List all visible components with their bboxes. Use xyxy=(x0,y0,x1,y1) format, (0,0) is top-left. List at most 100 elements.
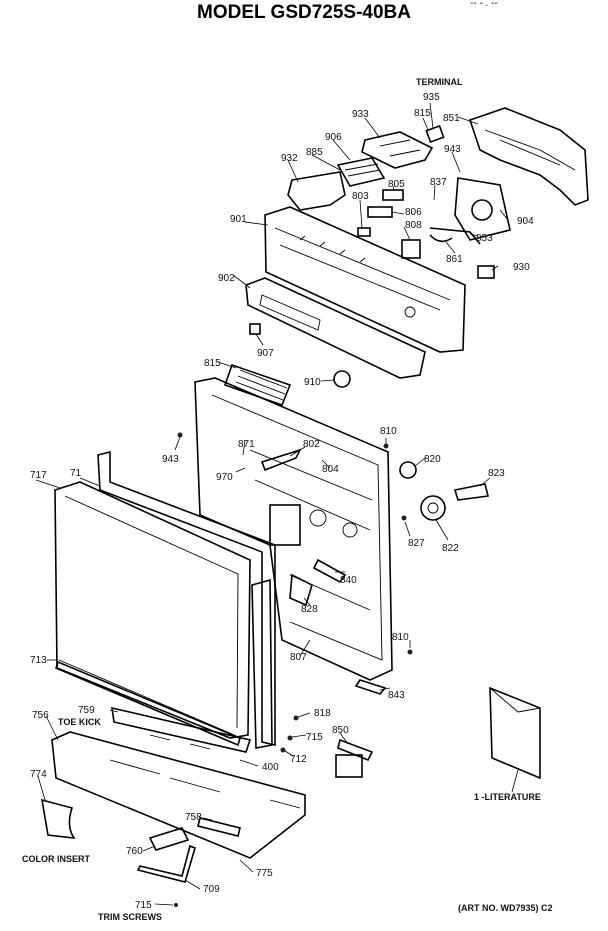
label-885: 885 xyxy=(306,147,323,158)
arm-840 xyxy=(312,558,347,584)
spring-861 xyxy=(429,234,453,243)
label-807: 807 xyxy=(290,652,307,663)
kick-panel-vents xyxy=(109,759,301,809)
label-810-bottom: 810 xyxy=(392,632,409,643)
label-902: 902 xyxy=(218,273,235,284)
caption-color-insert: COLOR INSERT xyxy=(22,854,91,864)
label-843: 843 xyxy=(388,690,405,701)
label-932: 932 xyxy=(281,153,298,164)
label-775: 775 xyxy=(256,868,273,879)
label-823: 823 xyxy=(488,468,505,479)
knob-820 xyxy=(399,461,417,479)
screw-810-upper xyxy=(383,443,389,449)
label-717: 717 xyxy=(30,470,47,481)
side-trim-strip xyxy=(251,578,273,749)
part-803 xyxy=(357,227,371,237)
label-804: 804 xyxy=(322,464,339,475)
label-930: 930 xyxy=(513,262,530,273)
label-943-top: 943 xyxy=(444,144,461,155)
control-knob-hole xyxy=(404,306,416,318)
label-810-top: 810 xyxy=(380,426,397,437)
arm-828 xyxy=(289,573,313,607)
part-806 xyxy=(367,206,393,218)
label-907: 907 xyxy=(257,348,274,359)
handle-823 xyxy=(453,483,489,501)
label-71: 71 xyxy=(70,468,82,479)
part-805 xyxy=(382,189,404,201)
label-840: 840 xyxy=(340,575,357,586)
part-930 xyxy=(477,265,495,279)
screw-712 xyxy=(280,747,286,753)
caption-literature: 1 -LITERATURE xyxy=(474,792,541,802)
timer-dial xyxy=(471,199,493,221)
label-818: 818 xyxy=(314,708,331,719)
caption-toe-kick: TOE KICK xyxy=(58,717,101,727)
cover-detail xyxy=(379,139,421,157)
label-400: 400 xyxy=(262,762,279,773)
trim-758 xyxy=(197,817,241,837)
caption-art-number: (ART NO. WD7935) C2 xyxy=(458,903,553,913)
vent-slats xyxy=(235,369,288,401)
door-bottom-strip xyxy=(55,660,241,747)
link-853 xyxy=(429,227,481,245)
caption-trim-screws: TRIM SCREWS xyxy=(98,912,162,922)
label-756: 756 xyxy=(32,710,49,721)
label-853: 853 xyxy=(476,233,493,244)
terminal-block-935 xyxy=(425,124,445,144)
label-758: 758 xyxy=(185,812,202,823)
door-panel-713-inner xyxy=(58,495,239,735)
screw-943 xyxy=(177,432,183,438)
label-935: 935 xyxy=(423,92,440,103)
plate-850 xyxy=(335,754,363,778)
control-panel-buttons xyxy=(274,227,451,311)
inner-door-807 xyxy=(194,377,393,681)
housing-detail xyxy=(484,129,576,171)
toe-kick-slots xyxy=(149,734,211,750)
dial-822-hub xyxy=(427,502,439,514)
label-901: 901 xyxy=(230,214,247,225)
trim-760 xyxy=(148,827,190,851)
trim-screw xyxy=(174,903,178,907)
label-815: 815 xyxy=(204,358,221,369)
bracket-850 xyxy=(337,738,374,762)
label-828: 828 xyxy=(301,604,318,615)
knob-808 xyxy=(401,239,421,259)
escutcheon-end-housing xyxy=(468,107,589,206)
label-820: 820 xyxy=(424,454,441,465)
control-panel-901 xyxy=(264,206,466,353)
screw-715-upper xyxy=(287,735,293,741)
vent-815 xyxy=(223,363,292,407)
label-933: 933 xyxy=(352,109,369,120)
label-715-lower: 715 xyxy=(135,900,152,911)
literature-envelope xyxy=(489,686,541,780)
bracket-932 xyxy=(287,171,346,211)
timer-904 xyxy=(454,177,511,241)
label-850: 850 xyxy=(332,725,349,736)
model-title: MODEL GSD725S-40BA xyxy=(197,2,411,23)
nameplate-902 xyxy=(245,277,426,379)
label-713: 713 xyxy=(30,655,47,666)
part-number-labels: 935 815 851 933 906 885 932 943 837 805 … xyxy=(30,92,534,911)
label-802: 802 xyxy=(303,439,320,450)
part-933-cover xyxy=(361,131,434,169)
literature-flap xyxy=(489,687,541,713)
label-808: 808 xyxy=(405,220,422,231)
latch-cam xyxy=(309,509,327,527)
label-815-top: 815 xyxy=(414,108,431,119)
label-805: 805 xyxy=(388,179,405,190)
label-715-upper: 715 xyxy=(306,732,323,743)
label-712: 712 xyxy=(290,754,307,765)
screw-810-lower xyxy=(407,649,413,655)
kick-panel-756 xyxy=(51,731,306,859)
inner-door-liner xyxy=(211,394,383,661)
lever-802 xyxy=(260,448,302,472)
gasket-843 xyxy=(354,679,387,695)
switch-detail xyxy=(344,163,381,177)
dispenser-cap xyxy=(342,522,358,538)
dial-822 xyxy=(420,495,446,521)
color-insert-774 xyxy=(41,798,76,839)
label-871: 871 xyxy=(238,439,255,450)
label-760: 760 xyxy=(126,846,143,857)
